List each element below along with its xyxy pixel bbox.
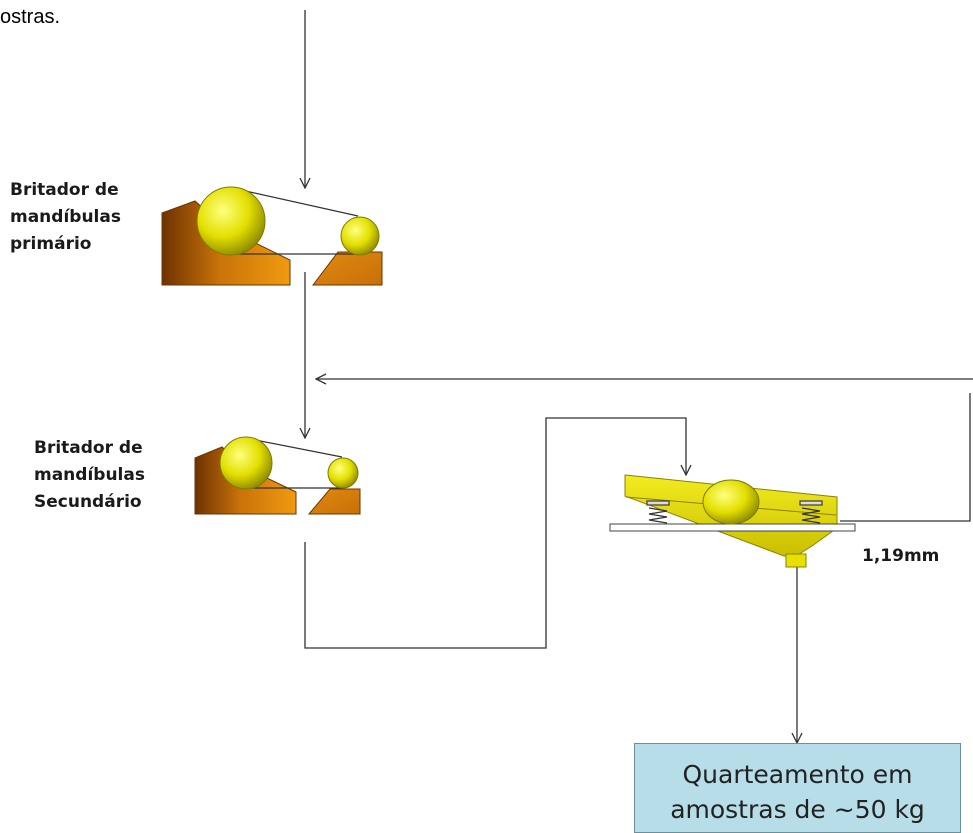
secondary-flywheel-small (327, 457, 359, 489)
screen-spring-left (646, 500, 670, 524)
secondary-belt-top (244, 437, 343, 458)
screen-base-plate (609, 523, 856, 532)
secondary-crusher-label-line-1: Britador de (34, 438, 143, 458)
screen-outlet (785, 553, 807, 568)
secondary-flywheel-large (219, 436, 273, 490)
secondary-crusher-label-line-2: mandíbulas (34, 465, 145, 485)
output-box: Quarteamento em amostras de ~50 kg (634, 743, 961, 833)
primary-belt-top (231, 187, 359, 217)
secondary-crusher (194, 436, 361, 515)
screen-spring-right (799, 500, 823, 524)
primary-crusher-label-line-3: primário (10, 234, 92, 254)
primary-flywheel-small (340, 216, 380, 256)
primary-flywheel-large (196, 186, 266, 256)
vibrating-screen (609, 474, 856, 568)
output-box-line-2: amostras de ~50 kg (670, 795, 925, 824)
screen-oversize-return-line (840, 393, 971, 522)
primary-crusher (161, 186, 383, 286)
screen-mesh-label: 1,19mm (862, 546, 940, 566)
output-box-line-1: Quarteamento em (682, 760, 913, 789)
secondary-crusher-right-jaw (307, 488, 361, 515)
secondary-crusher-label: Britador de mandíbulas Secundário (34, 435, 145, 516)
screen-vibrator-motor (702, 479, 760, 525)
primary-crusher-right-jaw (311, 251, 383, 286)
secondary-crusher-label-line-3: Secundário (34, 492, 142, 512)
top-text-fragment: ostras. (0, 6, 61, 28)
primary-crusher-label-line-1: Britador de (10, 180, 119, 200)
flow-lines (305, 10, 973, 743)
secondary-to-screen-arrow (304, 417, 686, 649)
primary-crusher-label: Britador de mandíbulas primário (10, 177, 121, 258)
primary-crusher-label-line-2: mandíbulas (10, 207, 121, 227)
